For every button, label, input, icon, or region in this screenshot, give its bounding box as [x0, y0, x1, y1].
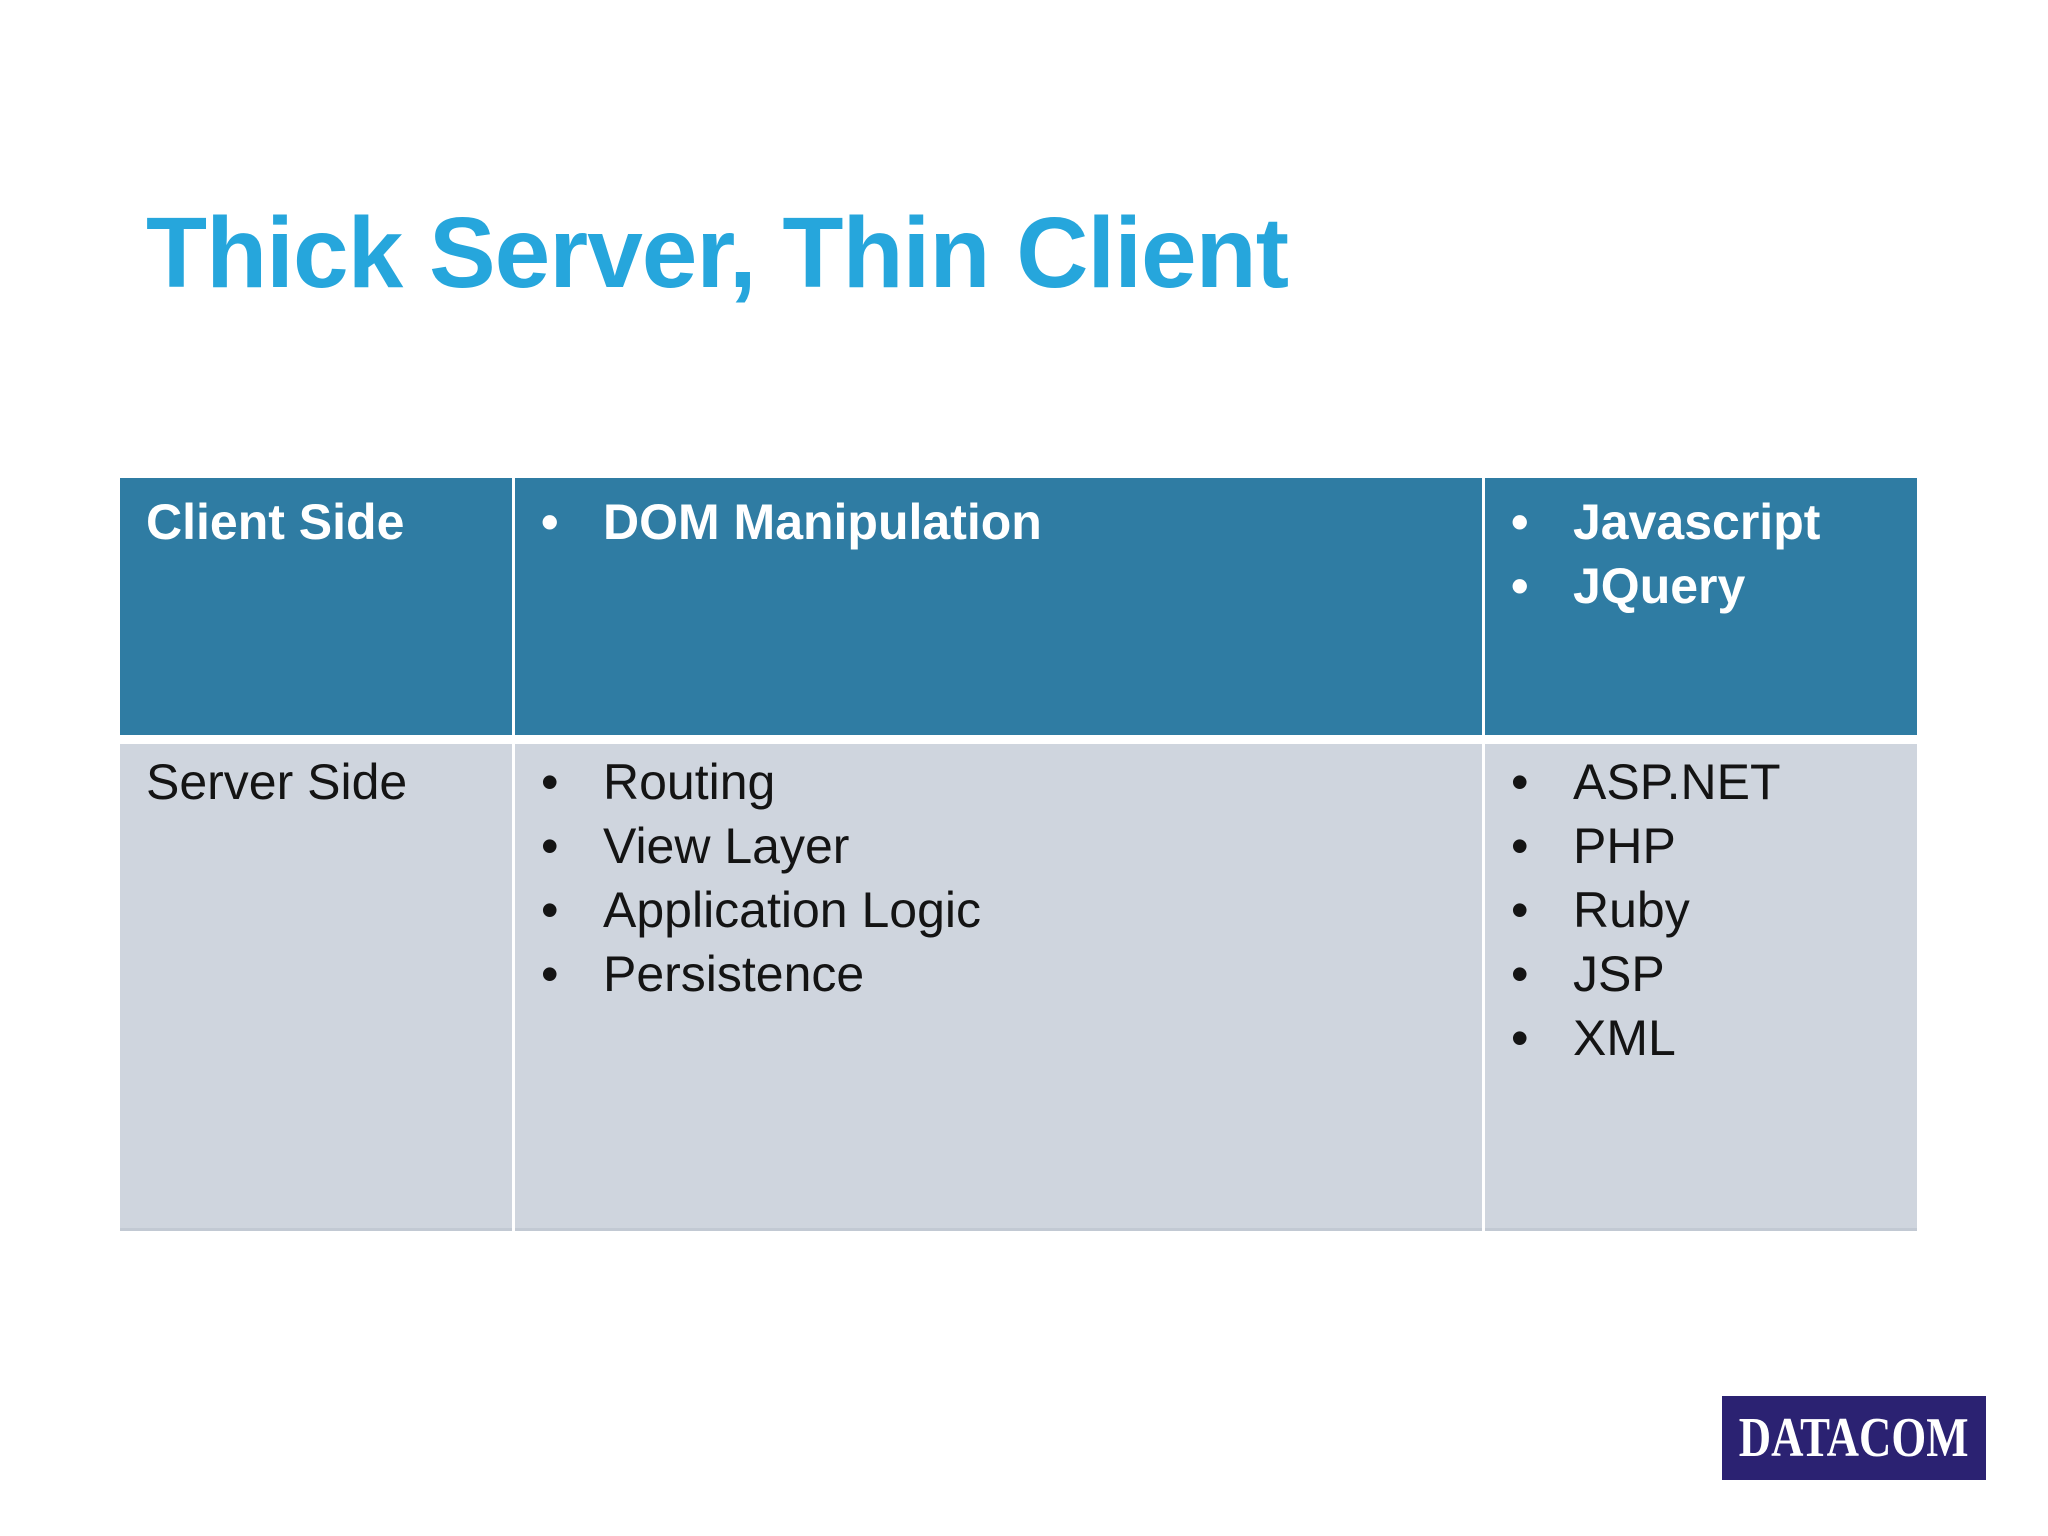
slide-title: Thick Server, Thin Client [146, 197, 1289, 309]
table-cell-client-side-label: Client Side [120, 478, 512, 735]
datacom-logo: DATACOM [1722, 1396, 1986, 1480]
table-cell-server-side-technologies: ASP.NETPHPRubyJSPXML [1485, 744, 1917, 1231]
datacom-logo-text: DATACOM [1739, 1407, 1969, 1469]
bullet-item: ASP.NET [1511, 750, 1897, 814]
comparison-table: Client Side DOM Manipulation JavascriptJ… [120, 478, 1917, 1231]
server-side-features-list: RoutingView LayerApplication LogicPersis… [541, 750, 1462, 1006]
client-side-features-list: DOM Manipulation [541, 490, 1462, 554]
bullet-item: Routing [541, 750, 1462, 814]
bullet-item: DOM Manipulation [541, 490, 1462, 554]
bullet-item: Persistence [541, 942, 1462, 1006]
client-side-technologies-list: JavascriptJQuery [1511, 490, 1897, 618]
bullet-item: XML [1511, 1006, 1897, 1070]
table-cell-server-side-label: Server Side [120, 744, 512, 1231]
row-label-server-side: Server Side [146, 754, 408, 810]
bullet-item: View Layer [541, 814, 1462, 878]
table-cell-client-side-features: DOM Manipulation [515, 478, 1482, 735]
bullet-item: Javascript [1511, 490, 1897, 554]
bullet-item: Ruby [1511, 878, 1897, 942]
row-label-client-side: Client Side [146, 494, 405, 550]
bullet-item: JQuery [1511, 554, 1897, 618]
server-side-technologies-list: ASP.NETPHPRubyJSPXML [1511, 750, 1897, 1070]
bullet-item: JSP [1511, 942, 1897, 1006]
table-cell-server-side-features: RoutingView LayerApplication LogicPersis… [515, 744, 1482, 1231]
bullet-item: Application Logic [541, 878, 1462, 942]
table-cell-client-side-technologies: JavascriptJQuery [1485, 478, 1917, 735]
bullet-item: PHP [1511, 814, 1897, 878]
